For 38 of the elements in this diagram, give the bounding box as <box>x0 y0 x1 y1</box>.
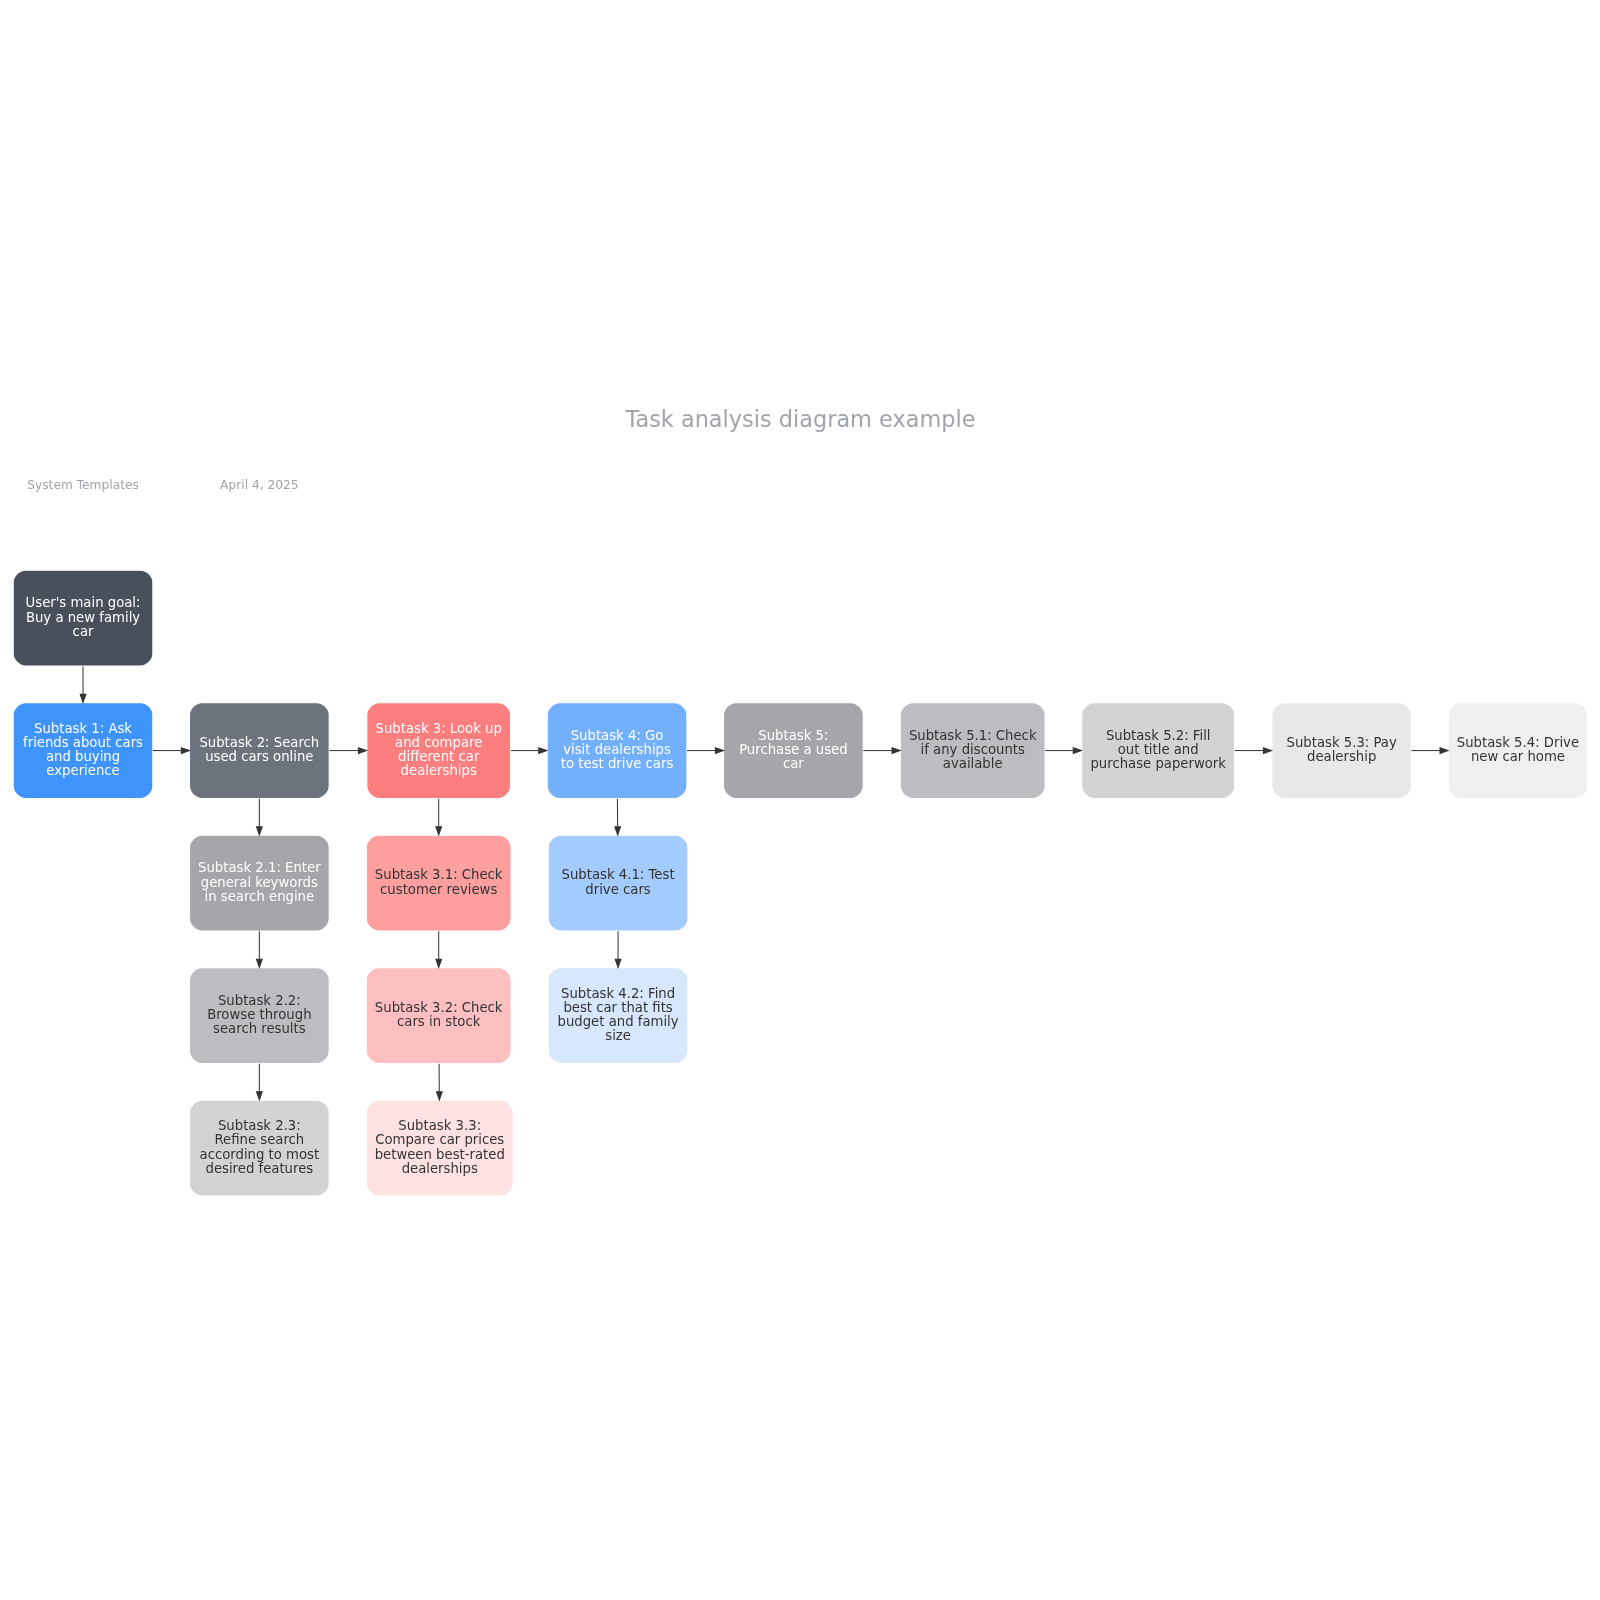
node-box: Subtask 4.2: Find best car that fits budget and family size <box>547 966 688 1064</box>
arrow <box>328 746 368 754</box>
arrow <box>685 746 725 754</box>
node-box: Subtask 2.2: Browse through search results <box>188 966 330 1064</box>
node-box: Subtask 2: Search used cars online <box>188 701 330 799</box>
node-box: Subtask 4.1: Test drive cars <box>547 834 688 931</box>
node-box: Subtask 4: Go visit dealerships to test drive cars <box>546 701 687 799</box>
label: April 4, 2025 <box>219 477 299 492</box>
node-box: Subtask 1: Ask friends about cars and buying experience <box>12 701 153 799</box>
node-box: Subtask 2.3: Refine search according to most desired features <box>188 1099 330 1196</box>
node-box: Subtask 5.1: Check if any discounts available <box>899 701 1046 799</box>
node-box: Subtask 5.3: Pay dealership <box>1270 701 1412 799</box>
arrow <box>255 797 263 837</box>
arrow <box>151 746 191 754</box>
arrow <box>255 1062 263 1102</box>
node-box: Subtask 3.1: Check customer reviews <box>365 834 512 931</box>
arrow <box>862 746 902 754</box>
node-box: Subtask 5.2: Fill out title and purchase paperwork <box>1080 701 1235 799</box>
node-box: Subtask 3: Look up and compare different car dealerships <box>365 701 511 799</box>
node-box: Subtask 5: Purchase a used car <box>722 701 864 799</box>
arrow <box>613 797 621 837</box>
arrow <box>78 665 87 704</box>
diagram-title: Task analysis diagram example <box>624 405 976 432</box>
arrow <box>1410 746 1450 754</box>
node-box: Subtask 5.4: Drive new car home <box>1447 701 1588 799</box>
node-box: Subtask 3.2: Check cars in stock <box>365 966 512 1064</box>
arrow <box>1233 746 1273 754</box>
node-box: User's main goal: Buy a new family car <box>12 569 153 666</box>
label: System Templates <box>26 477 139 492</box>
arrow <box>1044 746 1083 754</box>
arrow <box>255 930 263 969</box>
node-box: Subtask 3.3: Compare car prices between best-rated dealerships <box>365 1099 514 1196</box>
arrow <box>509 746 548 754</box>
arrow <box>434 930 442 969</box>
arrow <box>435 1062 443 1102</box>
node-box: Subtask 2.1: Enter general keywords in search engine <box>188 834 330 931</box>
arrow <box>614 930 622 969</box>
arrow <box>434 797 442 837</box>
